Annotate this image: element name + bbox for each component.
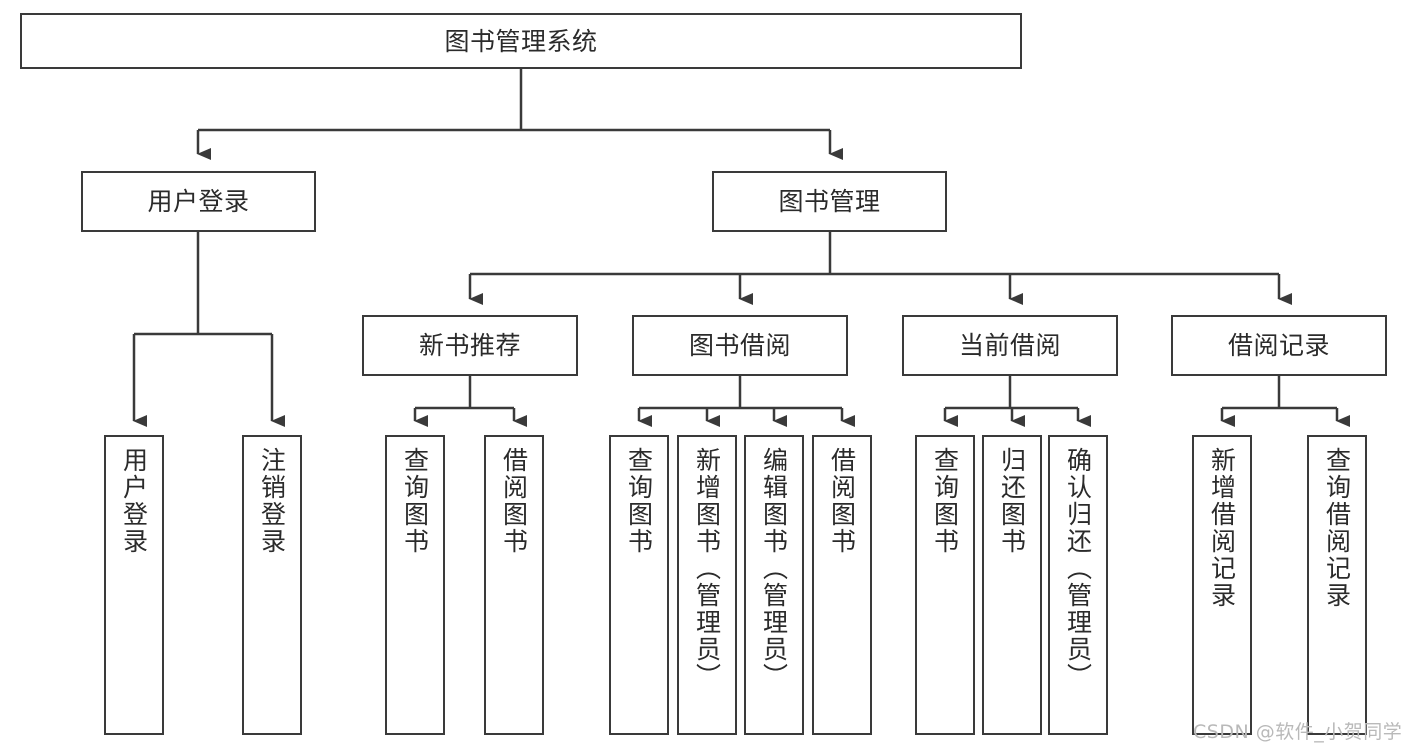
node-book-manage[interactable]: 图书管理 (712, 171, 947, 232)
leaf-edit-book[interactable]: 编辑图书（管理员） (744, 435, 804, 735)
leaf-query-book-2-label: 查询图书 (624, 447, 654, 555)
leaf-add-book-label: 新增图书（管理员） (692, 447, 722, 690)
node-borrow-record[interactable]: 借阅记录 (1171, 315, 1387, 376)
leaf-edit-book-label: 编辑图书（管理员） (759, 447, 789, 690)
leaf-user-login[interactable]: 用户登录 (104, 435, 164, 735)
node-book-manage-label: 图书管理 (778, 187, 881, 216)
leaf-confirm-return[interactable]: 确认归还（管理员） (1048, 435, 1108, 735)
node-borrow-record-label: 借阅记录 (1227, 331, 1330, 360)
node-book-borrow-label: 图书借阅 (688, 331, 791, 360)
csdn-watermark: CSDN @软件_小贺同学 (1193, 721, 1403, 743)
leaf-add-record[interactable]: 新增借阅记录 (1192, 435, 1252, 735)
leaf-confirm-return-label: 确认归还（管理员） (1063, 447, 1093, 690)
leaf-add-book[interactable]: 新增图书（管理员） (677, 435, 737, 735)
leaf-query-record-label: 查询借阅记录 (1322, 447, 1352, 609)
node-book-borrow[interactable]: 图书借阅 (632, 315, 848, 376)
leaf-user-logout-label: 注销登录 (257, 447, 287, 555)
leaf-borrow-book-1[interactable]: 借阅图书 (484, 435, 544, 735)
node-root-system[interactable]: 图书管理系统 (20, 13, 1022, 69)
node-new-book-recommend[interactable]: 新书推荐 (362, 315, 578, 376)
leaf-query-book-3-label: 查询图书 (930, 447, 960, 555)
leaf-return-book[interactable]: 归还图书 (982, 435, 1042, 735)
leaf-query-record[interactable]: 查询借阅记录 (1307, 435, 1367, 735)
leaf-return-book-label: 归还图书 (997, 447, 1027, 555)
node-current-borrow[interactable]: 当前借阅 (902, 315, 1118, 376)
node-user-login[interactable]: 用户登录 (81, 171, 316, 232)
leaf-add-record-label: 新增借阅记录 (1207, 447, 1237, 609)
leaf-query-book-2[interactable]: 查询图书 (609, 435, 669, 735)
node-user-login-label: 用户登录 (147, 187, 250, 216)
leaf-borrow-book-2[interactable]: 借阅图书 (812, 435, 872, 735)
leaf-query-book-1[interactable]: 查询图书 (385, 435, 445, 735)
leaf-user-login-label: 用户登录 (119, 447, 149, 555)
node-root-system-label: 图书管理系统 (444, 26, 598, 56)
leaf-borrow-book-2-label: 借阅图书 (827, 447, 857, 555)
leaf-query-book-1-label: 查询图书 (400, 447, 430, 555)
node-new-book-recommend-label: 新书推荐 (418, 331, 521, 360)
node-current-borrow-label: 当前借阅 (958, 331, 1061, 360)
leaf-borrow-book-1-label: 借阅图书 (499, 447, 529, 555)
leaf-query-book-3[interactable]: 查询图书 (915, 435, 975, 735)
leaf-user-logout[interactable]: 注销登录 (242, 435, 302, 735)
